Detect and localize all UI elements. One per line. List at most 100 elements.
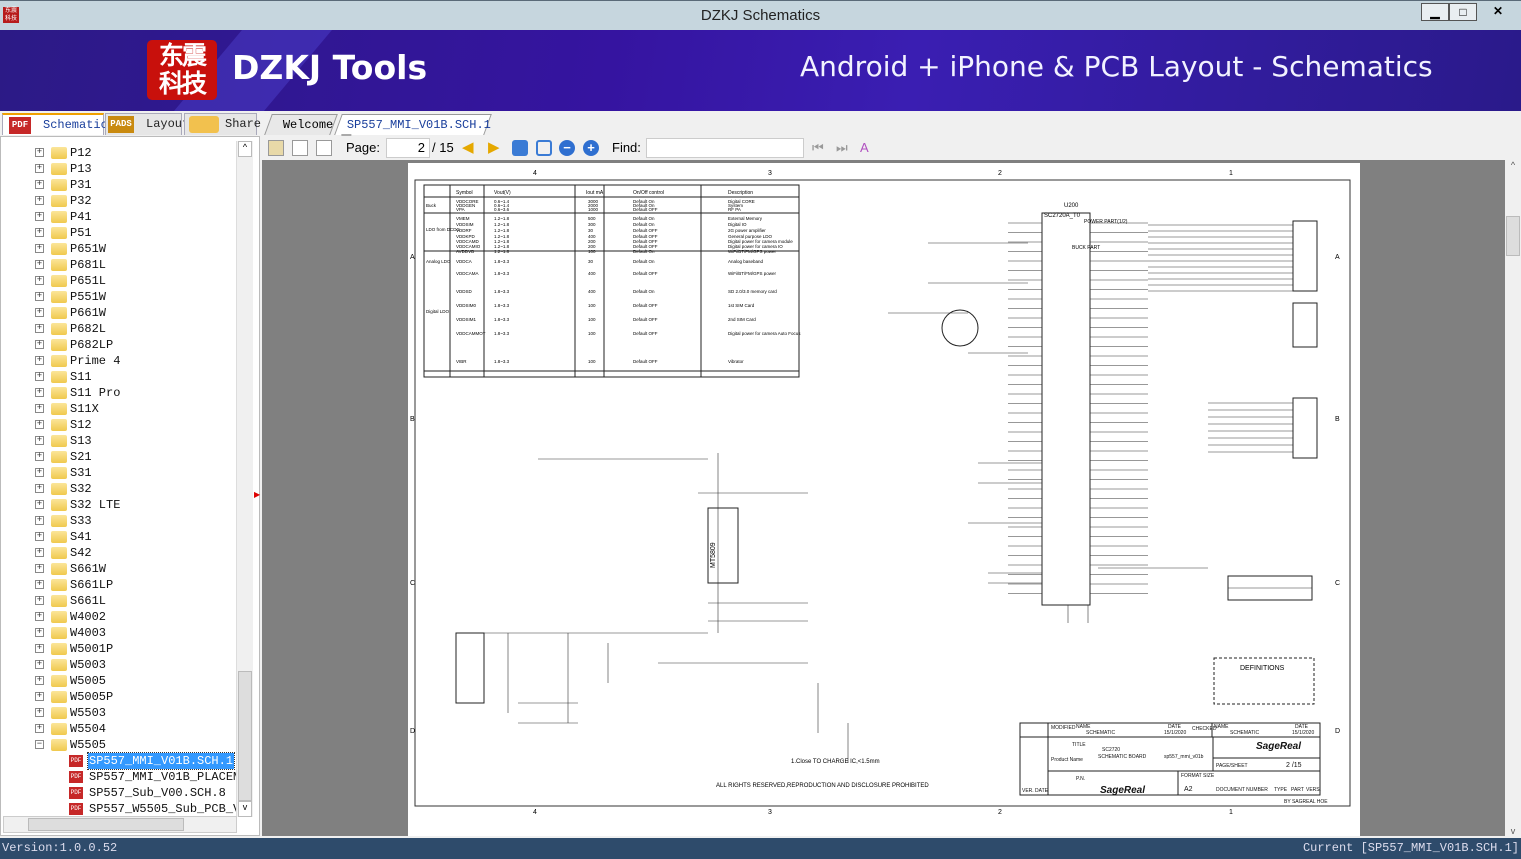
tree-folder[interactable]: + W5005P [1,689,237,705]
expand-icon[interactable]: + [35,707,44,717]
collapse-icon[interactable]: − [35,739,44,749]
tree-folder[interactable]: + S41 [1,529,237,545]
tree-folder[interactable]: + S32 [1,481,237,497]
tree-folder[interactable]: + W5003 [1,657,237,673]
expand-icon[interactable]: + [35,227,44,237]
expand-icon[interactable]: + [35,723,44,733]
expand-icon[interactable]: + [35,579,44,589]
expand-icon[interactable]: + [35,563,44,573]
scroll-thumb[interactable] [28,818,184,831]
tree-folder[interactable]: + S11 Pro [1,385,237,401]
rotate-left-icon[interactable] [292,140,308,156]
viewer-vertical-scrollbar[interactable]: ^ v [1505,160,1521,836]
zoom-in-icon[interactable]: + [583,140,599,156]
tree-folder[interactable]: + P682L [1,321,237,337]
expand-icon[interactable]: + [35,419,44,429]
expand-icon[interactable]: + [35,307,44,317]
find-prev-icon[interactable]: ⏮ [812,140,824,155]
tree-folder[interactable]: + S21 [1,449,237,465]
tree-folder[interactable]: + P651L [1,273,237,289]
expand-icon[interactable]: + [35,467,44,477]
expand-icon[interactable]: + [35,259,44,269]
scroll-down-icon[interactable]: v [238,801,252,817]
tree-folder[interactable]: + P51 [1,225,237,241]
tree-folder[interactable]: + S661L [1,593,237,609]
expand-icon[interactable]: + [35,291,44,301]
tree-folder[interactable]: + P681L [1,257,237,273]
page-input[interactable]: 2 [386,138,430,158]
expand-icon[interactable]: + [35,643,44,653]
tree-folder[interactable]: + S661W [1,561,237,577]
close-button[interactable]: ✕ [1492,4,1504,18]
tree-folder[interactable]: + P12 [1,145,237,161]
expand-icon[interactable]: + [35,275,44,285]
expand-icon[interactable]: + [35,323,44,333]
tree-folder[interactable]: + P41 [1,209,237,225]
doc-tab-schematic[interactable]: SP557_MMI_V01B.SCH.1 ✕ [334,114,492,146]
expand-icon[interactable]: + [35,355,44,365]
tree-folder[interactable]: + S33 [1,513,237,529]
tree-folder[interactable]: + S12 [1,417,237,433]
tree-folder[interactable]: + W5503 [1,705,237,721]
expand-icon[interactable]: + [35,483,44,493]
tree-folder[interactable]: + W5005 [1,673,237,689]
tree-folder[interactable]: + W5504 [1,721,237,737]
scroll-up-icon[interactable]: ^ [238,141,252,157]
tree-file[interactable]: PDF SP557_W5505_Sub_PCB_V00_p [1,801,237,817]
tree-folder[interactable]: + S661LP [1,577,237,593]
expand-icon[interactable]: + [35,147,44,157]
tree-file[interactable]: PDF SP557_MMI_V01B_PLACEMENT [1,769,237,785]
expand-icon[interactable]: + [35,499,44,509]
expand-icon[interactable]: + [35,451,44,461]
expand-icon[interactable]: + [35,659,44,669]
scroll-down-icon[interactable]: v [1510,826,1516,836]
tree-folder[interactable]: + S11 [1,369,237,385]
text-highlight-icon[interactable]: A [860,140,869,155]
tree-file[interactable]: PDF SP557_Sub_V00.SCH.8 [1,785,237,801]
expand-icon[interactable]: + [35,243,44,253]
tree-folder[interactable]: + S32 LTE [1,497,237,513]
tree-folder[interactable]: + S42 [1,545,237,561]
tree-folder[interactable]: + S13 [1,433,237,449]
tree-folder[interactable]: + P682LP [1,337,237,353]
expand-icon[interactable]: + [35,611,44,621]
tree-folder[interactable]: + S11X [1,401,237,417]
scroll-thumb[interactable] [238,671,252,801]
expand-icon[interactable]: + [35,531,44,541]
tree-folder[interactable]: + P651W [1,241,237,257]
tree-horizontal-scrollbar[interactable] [3,816,237,833]
expand-icon[interactable]: + [35,387,44,397]
expand-icon[interactable]: + [35,627,44,637]
maximize-button[interactable]: □ [1449,3,1477,21]
tree-folder[interactable]: − W5505 [1,737,237,753]
expand-icon[interactable]: + [35,435,44,445]
copy-icon[interactable] [268,140,284,156]
splitter-arrow-icon[interactable]: ▶ [254,490,261,499]
tree-folder[interactable]: + P551W [1,289,237,305]
tree-folder[interactable]: + S31 [1,465,237,481]
prev-page-icon[interactable]: ◀ [462,139,474,156]
expand-icon[interactable]: + [35,675,44,685]
doc-tab-welcome[interactable]: Welcome [264,114,338,135]
expand-icon[interactable]: + [35,179,44,189]
expand-icon[interactable]: + [35,211,44,221]
expand-icon[interactable]: + [35,691,44,701]
tree-folder[interactable]: + P661W [1,305,237,321]
tree-folder[interactable]: + W4002 [1,609,237,625]
minimize-button[interactable]: ▁ [1421,3,1449,21]
tab-share[interactable]: Share [184,113,261,135]
scroll-thumb[interactable] [1506,216,1520,256]
tree-folder[interactable]: + Prime 4 [1,353,237,369]
expand-icon[interactable]: + [35,339,44,349]
tree-vertical-scrollbar[interactable]: ^ v [236,141,253,817]
tree-folder[interactable]: + P13 [1,161,237,177]
expand-icon[interactable]: + [35,547,44,557]
expand-icon[interactable]: + [35,595,44,605]
fit-page-icon[interactable] [536,140,552,156]
zoom-out-icon[interactable]: − [559,140,575,156]
expand-icon[interactable]: + [35,515,44,525]
tree-folder[interactable]: + P31 [1,177,237,193]
